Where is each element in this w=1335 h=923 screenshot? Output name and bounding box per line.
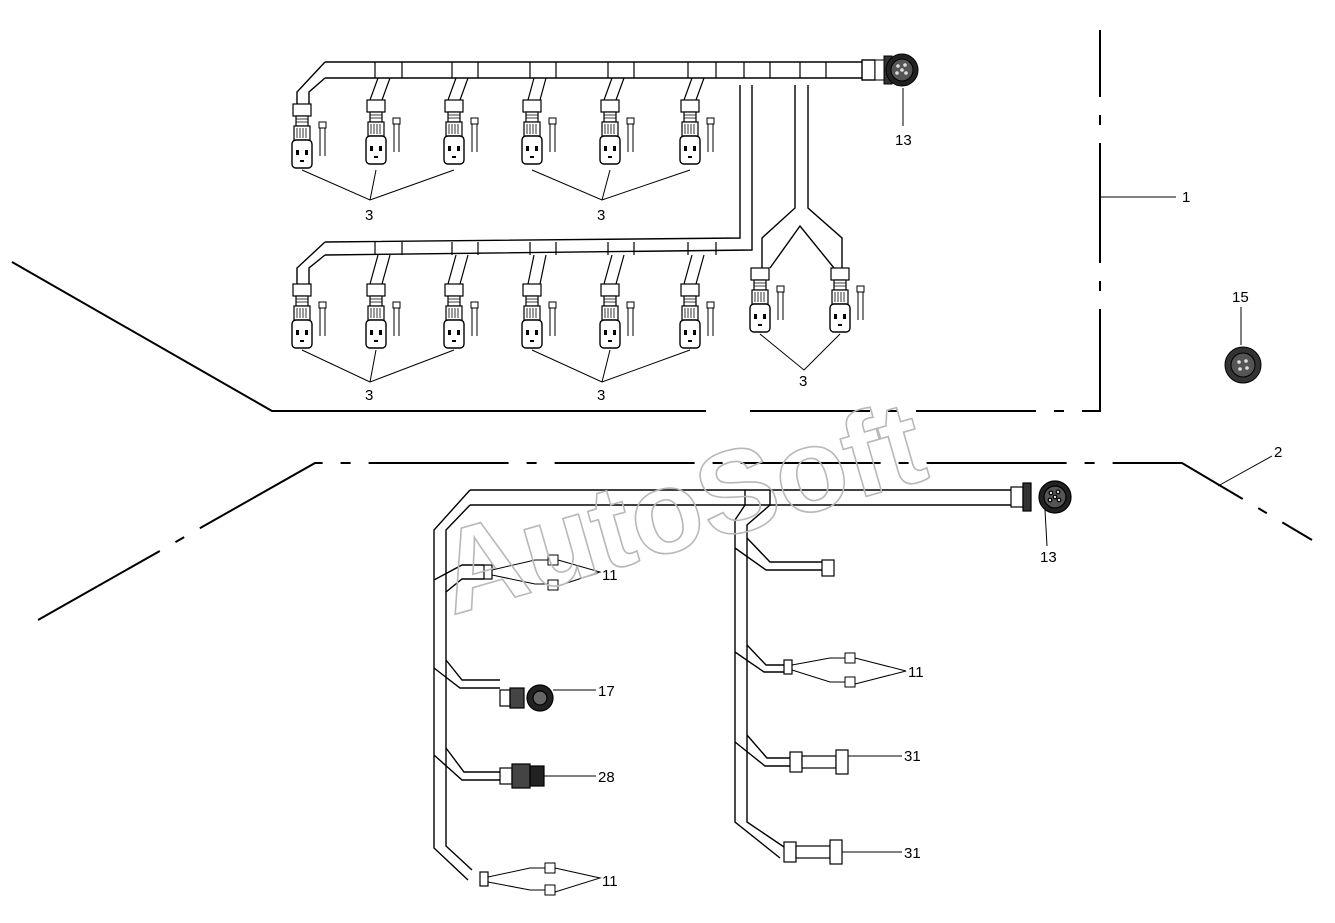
connector (443, 99, 479, 165)
connector (599, 99, 635, 165)
lower-harness (433, 489, 1012, 881)
callout-3-d: 3 (597, 387, 605, 404)
callout-17: 17 (598, 683, 615, 700)
connector (365, 283, 401, 349)
callout-3-b: 3 (597, 207, 605, 224)
connector (521, 283, 557, 349)
connector (749, 267, 785, 333)
callout-31-a: 31 (904, 748, 921, 765)
connector (443, 283, 479, 349)
watermark-text: AutoSoft (423, 376, 938, 640)
callout-3-e: 3 (799, 373, 807, 390)
boundary-lines (11, 30, 1313, 621)
callout-13-bottom: 13 (1040, 549, 1057, 566)
leader-lines (902, 88, 1273, 547)
callout-13-top: 13 (895, 132, 912, 149)
connector (521, 99, 557, 165)
connector (291, 283, 327, 349)
callout-11-a: 11 (602, 567, 618, 584)
callout-31-b: 31 (904, 845, 921, 862)
callout-2: 2 (1274, 444, 1282, 461)
callout-3-c: 3 (365, 387, 373, 404)
callout-3-a: 3 (365, 207, 373, 224)
upper-row-branches (369, 62, 827, 285)
loose-plug-15 (1224, 346, 1262, 384)
connector (599, 283, 635, 349)
callout-labels: 13 1 15 2 3 3 3 3 3 13 11 17 28 11 11 31… (365, 132, 1282, 890)
connector (679, 99, 715, 165)
upper-callout-leaders (301, 169, 841, 383)
connector (291, 103, 327, 169)
connector (679, 283, 715, 349)
upper-harness (296, 59, 876, 284)
callout-28: 28 (598, 769, 615, 786)
connector (365, 99, 401, 165)
main-plug-top (874, 53, 919, 87)
callout-1: 1 (1182, 189, 1190, 206)
callout-15: 15 (1232, 289, 1249, 306)
lower-connectors (479, 480, 1072, 887)
connector (829, 267, 865, 333)
spade-terminals (487, 554, 907, 896)
callout-11-c: 11 (602, 873, 618, 890)
callout-11-b: 11 (908, 664, 924, 681)
